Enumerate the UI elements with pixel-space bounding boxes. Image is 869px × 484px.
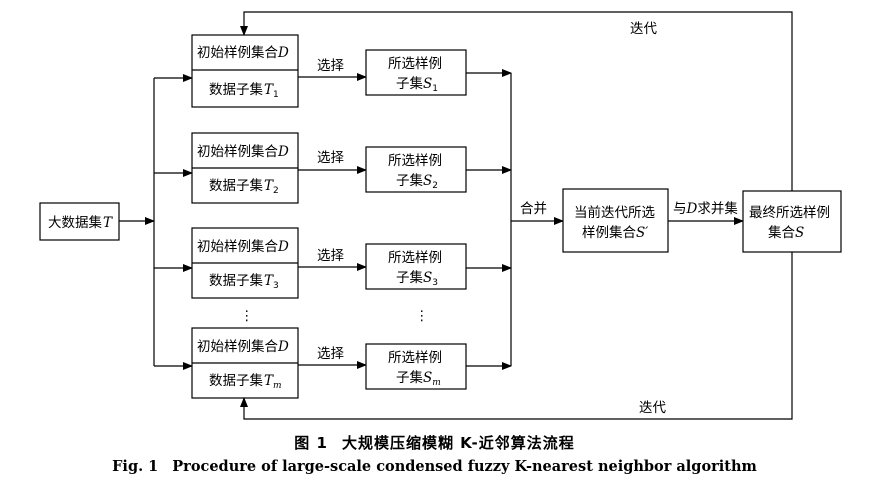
merge-label: 合并	[520, 201, 547, 217]
subset-label-2: 数据子集T2	[209, 178, 279, 196]
selected-subset-line2-1: 子集S1	[396, 76, 438, 94]
select-label-2: 选择	[317, 150, 344, 166]
iteration-label-top: 迭代	[630, 21, 658, 37]
input-box: 大数据集T	[39, 202, 120, 241]
input-box-label: 大数据集T	[48, 215, 113, 231]
caption-en-title: Procedure of large-scale condensed fuzzy…	[172, 458, 757, 475]
caption-en-label: Fig. 1	[112, 458, 159, 475]
selected-subset-line1-1: 所选样例	[388, 56, 442, 72]
subset-label-1: 数据子集T1	[209, 82, 279, 100]
selected-subset-box-m	[365, 343, 467, 390]
select-label-3: 选择	[317, 248, 344, 264]
selected-subset-line2-3: 子集S3	[396, 270, 438, 288]
current-selection-line1: 当前迭代所选	[574, 204, 655, 221]
current-selection-box: 当前迭代所选 样例集合S′	[562, 188, 669, 253]
caption-chinese: 图 1 大规模压缩模糊 K-近邻算法流程	[0, 432, 869, 453]
select-label-m: 选择	[317, 346, 344, 362]
caption-cn-title: 大规模压缩模糊 K-近邻算法流程	[341, 434, 575, 452]
ellipsis-middle: ⋮	[415, 308, 429, 324]
selected-subset-line1-2: 所选样例	[388, 153, 442, 169]
group-1: 初始样例集合D 数据子集T1 选择 所选样例 子集S1	[154, 34, 512, 108]
final-selection-box: 最终所选样例 集合S	[742, 190, 842, 253]
initial-set-label-3: 初始样例集合D	[197, 238, 289, 255]
group-2: 初始样例集合D 数据子集T2 选择 所选样例 子集S2	[154, 132, 512, 204]
iteration-loop-top	[240, 11, 793, 191]
select-label-1: 选择	[317, 58, 344, 74]
selected-subset-box-2	[365, 146, 467, 193]
initial-set-label-2: 初始样例集合D	[197, 143, 289, 160]
iteration-loop-bottom	[240, 252, 793, 420]
selected-subset-line2-m: 子集Sm	[396, 370, 441, 388]
current-selection-line2: 样例集合S′	[582, 225, 648, 241]
subset-label-m: 数据子集Tm	[209, 373, 282, 391]
caption-cn-label: 图 1	[294, 434, 328, 452]
initial-set-label-m: 初始样例集合D	[197, 338, 289, 355]
subset-label-3: 数据子集T3	[209, 273, 279, 291]
selected-subset-line2-2: 子集S2	[396, 173, 438, 191]
final-selection-line1: 最终所选样例	[749, 205, 830, 221]
selected-subset-box-1	[365, 49, 467, 96]
caption-english: Fig. 1 Procedure of large-scale condensed…	[0, 458, 869, 475]
group-m: 初始样例集合D 数据子集Tm 选择 所选样例 子集Sm	[154, 327, 512, 399]
final-selection-line2: 集合S	[768, 225, 804, 241]
iteration-label-bottom: 迭代	[639, 400, 667, 416]
selected-subset-line1-m: 所选样例	[388, 350, 442, 366]
initial-set-label-1: 初始样例集合D	[197, 44, 289, 61]
selected-subset-line1-3: 所选样例	[388, 250, 442, 266]
union-label: 与D求并集	[673, 201, 738, 217]
group-3: 初始样例集合D 数据子集T3 选择 所选样例 子集S3	[154, 227, 512, 299]
selected-subset-box-3	[365, 243, 467, 290]
ellipsis-left: ⋮	[240, 308, 254, 324]
